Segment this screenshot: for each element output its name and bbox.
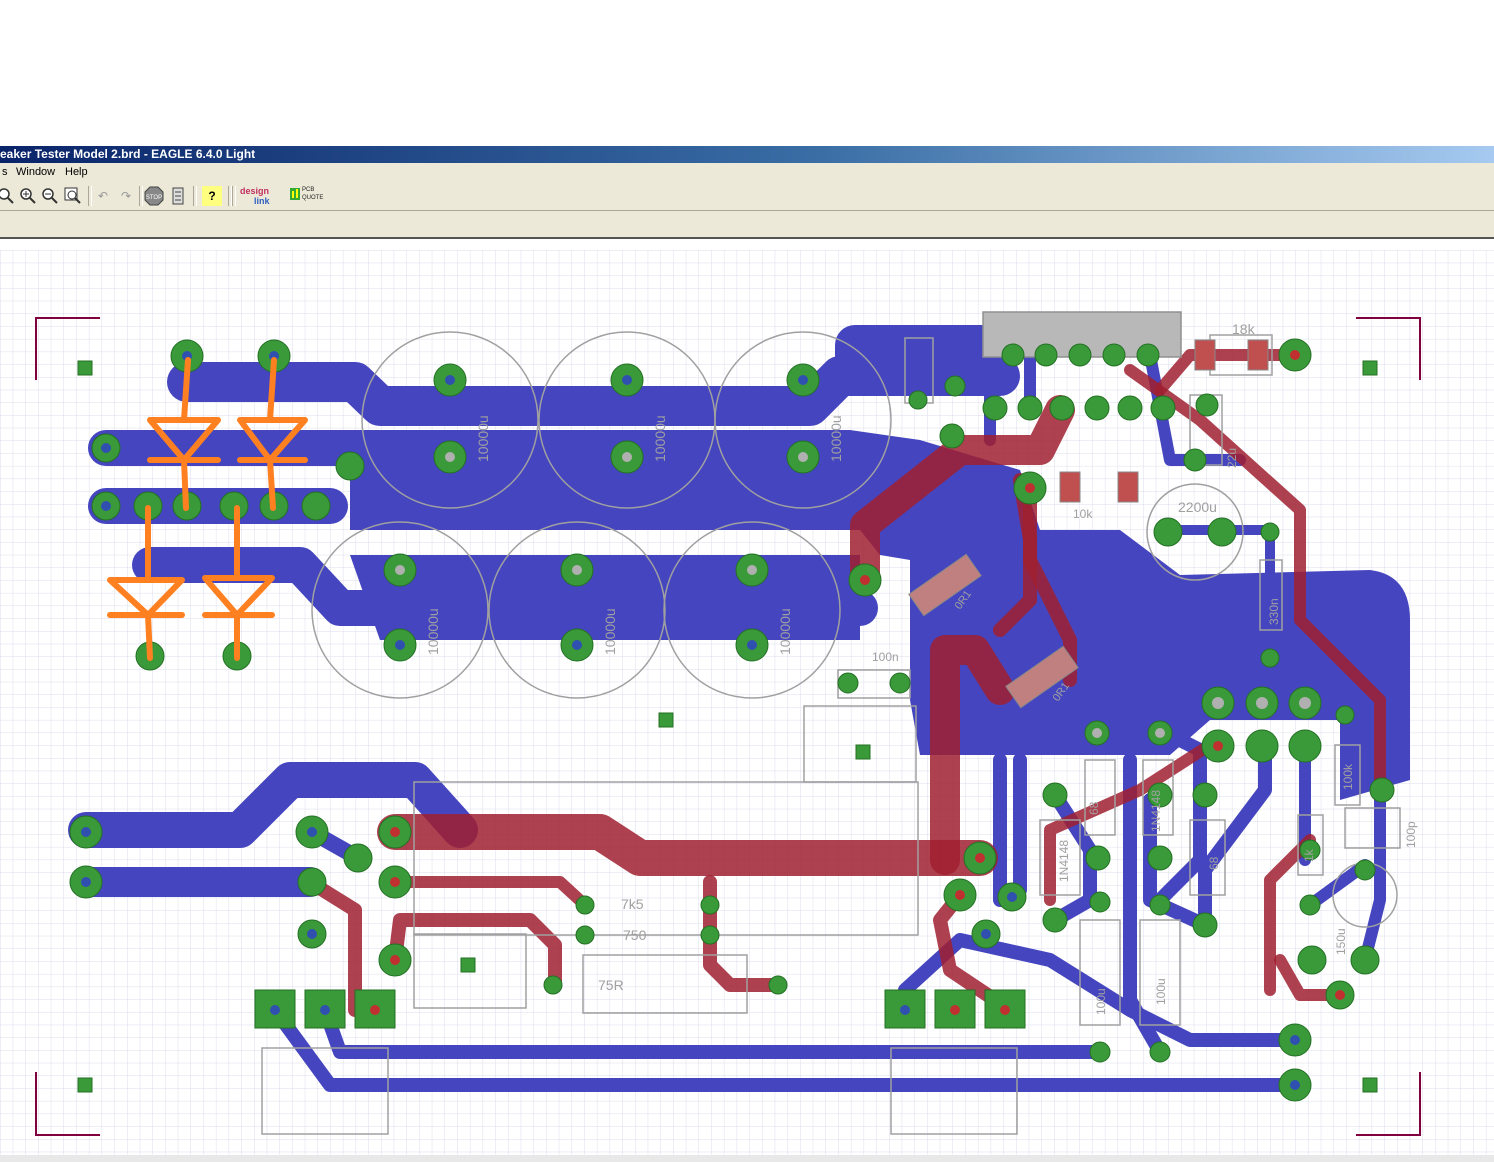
label-10k: 10k bbox=[1073, 507, 1093, 521]
stop-icon[interactable]: STOP bbox=[144, 186, 164, 206]
toolbar-separator bbox=[88, 186, 92, 206]
label-cap-3: 10000u bbox=[828, 415, 844, 462]
designlink-label-2: link bbox=[254, 196, 270, 206]
undo-icon[interactable]: ↶ bbox=[97, 189, 109, 203]
menu-item-window[interactable]: Window bbox=[16, 166, 56, 178]
menu-item-help[interactable]: Help bbox=[65, 166, 88, 178]
label-750: 750 bbox=[623, 927, 647, 943]
label-100u: 100u bbox=[1094, 988, 1108, 1015]
label-1k: 1k bbox=[1302, 848, 1316, 862]
label-100n: 100n bbox=[872, 650, 899, 664]
label-7k5: 7k5 bbox=[621, 896, 644, 912]
status-strip bbox=[0, 1155, 1494, 1162]
script-icon[interactable] bbox=[168, 186, 188, 206]
help-icon[interactable]: ? bbox=[202, 186, 222, 206]
silkscreen-labels: 10000u 10000u 10000u 10000u 10000u 10000… bbox=[425, 321, 1418, 1015]
label-100u-b: 100u bbox=[1154, 978, 1168, 1005]
label-18k: 18k bbox=[1232, 321, 1256, 337]
zoom-in-icon[interactable] bbox=[18, 186, 38, 206]
designlink-icon[interactable]: design link bbox=[240, 186, 286, 206]
label-100p: 100p bbox=[1404, 821, 1418, 848]
label-cap-5: 10000u bbox=[602, 608, 618, 655]
bottom-copper-layer bbox=[68, 325, 1410, 1092]
window-title-bar[interactable]: eaker Tester Model 2.brd - EAGLE 6.4.0 L… bbox=[0, 146, 1494, 163]
board-canvas[interactable]: 10000u 10000u 10000u 10000u 10000u 10000… bbox=[0, 250, 1494, 1162]
label-2200u: 2200u bbox=[1178, 499, 1217, 515]
window-title: eaker Tester Model 2.brd - EAGLE 6.4.0 L… bbox=[0, 147, 256, 161]
label-100k: 100k bbox=[1341, 763, 1355, 790]
toolbar-separator bbox=[232, 186, 236, 206]
pcb-quote-icon[interactable]: PCB QUOTE bbox=[290, 186, 330, 206]
stop-label: STOP bbox=[146, 195, 162, 201]
pcbquote-label-1: PCB bbox=[302, 187, 315, 193]
label-22u: 22u bbox=[1225, 448, 1239, 468]
label-75r: 75R bbox=[598, 977, 624, 993]
zoom-fit-icon[interactable] bbox=[0, 186, 16, 206]
label-cap-4: 10000u bbox=[425, 608, 441, 655]
designlink-label-1: design bbox=[240, 186, 270, 196]
toolbar-separator bbox=[193, 186, 197, 206]
menu-bar: s Window Help bbox=[0, 163, 1494, 183]
label-330n: 330n bbox=[1267, 598, 1281, 625]
mounting-holes bbox=[77, 360, 1378, 1093]
pcbquote-label-2: QUOTE bbox=[302, 195, 324, 201]
parameter-toolbar bbox=[0, 211, 1494, 239]
label-cap-2: 10000u bbox=[652, 415, 668, 462]
label-150u: 150u bbox=[1334, 928, 1348, 955]
board-outline-corners bbox=[35, 317, 1421, 1136]
pcb-layout[interactable]: 10000u 10000u 10000u 10000u 10000u 10000… bbox=[0, 250, 1494, 1162]
top-copper-layer bbox=[303, 349, 1386, 1017]
toolbar-separator bbox=[228, 186, 232, 206]
label-68-b: 68 bbox=[1207, 856, 1221, 870]
zoom-out-icon[interactable] bbox=[40, 186, 60, 206]
label-cap-6: 10000u bbox=[777, 608, 793, 655]
zoom-select-icon[interactable] bbox=[63, 186, 83, 206]
diode-annotations bbox=[107, 357, 308, 661]
toolbar-separator bbox=[139, 186, 143, 206]
menu-item-truncated[interactable]: s bbox=[2, 166, 8, 178]
label-cap-1: 10000u bbox=[475, 415, 491, 462]
label-1n4148-a: 1N4148 bbox=[1057, 840, 1071, 882]
toolbar: ↶ ↷ STOP ? design link PCB QUOTE bbox=[0, 182, 1494, 211]
smd-parts bbox=[908, 339, 1269, 709]
label-1n4148-b: 1N4148 bbox=[1149, 790, 1163, 832]
label-68: 68 bbox=[1087, 801, 1101, 815]
redo-icon[interactable]: ↷ bbox=[120, 189, 132, 203]
